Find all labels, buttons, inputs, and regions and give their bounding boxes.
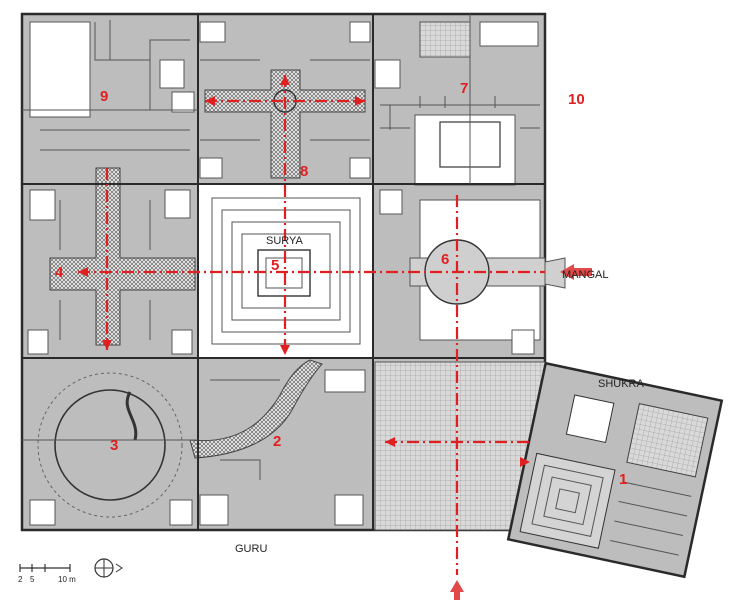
scale-tick-1: 5 — [30, 575, 35, 584]
axis-lines — [78, 75, 545, 575]
scale-tick-2: 10 m — [58, 575, 76, 584]
zone-label-8: 8 — [300, 163, 308, 180]
block-9 — [29, 20, 195, 151]
zone-label-1: 1 — [619, 471, 627, 488]
label-shukra: SHUKRA — [598, 378, 645, 390]
block-4 — [27, 167, 196, 355]
zone-label-7: 7 — [460, 80, 468, 97]
block-2 — [189, 359, 366, 526]
zone-label-10: 10 — [568, 91, 585, 108]
label-guru: GURU — [235, 543, 267, 555]
label-mangal: MANGAL — [562, 269, 608, 281]
block-3 — [29, 372, 193, 526]
block-1-shukra — [506, 361, 724, 579]
zone-label-6: 6 — [441, 251, 449, 268]
north-arrow-icon — [94, 558, 123, 578]
south-entry-arrow-icon — [450, 580, 464, 600]
zone-label-5: 5 — [271, 257, 279, 274]
scale-bar: 2 5 10 m — [18, 564, 76, 584]
east-entry-arrow-icon — [560, 264, 592, 280]
label-surya: SURYA — [266, 235, 304, 247]
zone-label-3: 3 — [110, 437, 118, 454]
zone-label-2: 2 — [273, 433, 281, 450]
block-6 — [379, 189, 566, 355]
zone-label-9: 9 — [100, 88, 108, 105]
zone-label-4: 4 — [55, 264, 64, 281]
scale-tick-0: 2 — [18, 575, 23, 584]
